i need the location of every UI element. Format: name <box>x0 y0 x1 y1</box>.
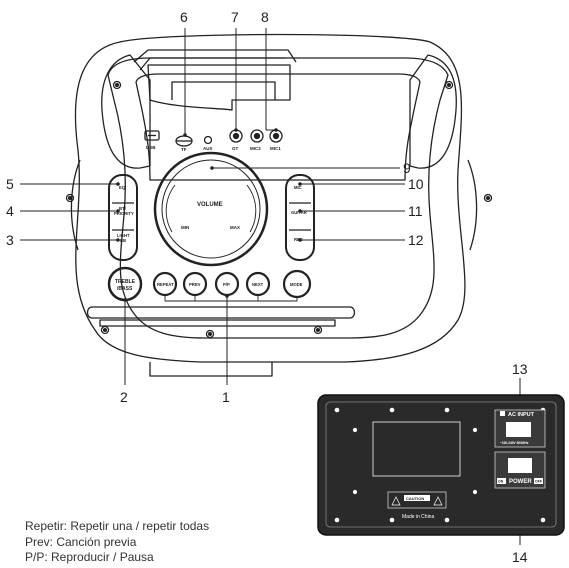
callout-1: 1 <box>222 389 230 405</box>
bt-priority-label-1: BT/ <box>119 206 127 211</box>
treble-bass-label-2: /BASS <box>117 286 133 292</box>
callout-7: 7 <box>231 9 239 25</box>
volume-label: VOLUME <box>197 202 223 208</box>
bt-priority-label-2: PRIORITY <box>114 211 134 216</box>
callout-10: 10 <box>408 176 424 192</box>
mic-button-label: MIC <box>294 185 302 190</box>
caution-label: CAUTION <box>406 496 424 501</box>
callout-13: 13 <box>512 361 528 377</box>
legend-line-prev: Prev: Canción previa <box>25 534 137 549</box>
eq-button-label: EQ <box>119 185 126 190</box>
callout-9: 9 <box>403 160 411 176</box>
legend-line-repeat: Repetir: Repetir una / repetir todas <box>25 519 210 533</box>
back-panel <box>317 394 565 536</box>
callout-11: 11 <box>408 203 423 219</box>
callout-5: 5 <box>6 176 14 192</box>
light-label-2: BB <box>120 238 126 243</box>
mode-label: MODE <box>290 282 303 287</box>
treble-bass-label-1: TREBLE <box>115 279 136 285</box>
callout-2: 2 <box>120 389 128 405</box>
jack-panel <box>144 129 283 147</box>
left-button-column <box>108 174 138 261</box>
gt-label: GT <box>232 146 239 151</box>
tf-label: TF <box>181 147 187 152</box>
screws <box>65 80 493 339</box>
legend-line-play-pause: P/P: Reproducir / Pausa <box>25 550 154 564</box>
usb-port[interactable] <box>144 130 160 141</box>
callout-8: 8 <box>261 9 269 25</box>
legend: Repetir: Repetir una / repetir todas Pre… <box>25 519 209 566</box>
speaker-body <box>70 33 478 377</box>
aux-label: AUX <box>203 146 213 151</box>
callout-dots <box>116 128 302 302</box>
right-button-column <box>285 174 315 261</box>
callout-3: 3 <box>6 232 14 248</box>
off-label: OFF <box>535 480 543 484</box>
prev-label: PREV <box>189 282 201 287</box>
power-label: POWER <box>509 479 532 485</box>
volume-max-label: MAX <box>230 225 240 230</box>
bottom-button-row <box>107 266 312 302</box>
ac-input-label: AC INPUT <box>508 412 535 418</box>
made-in-label: Made in China <box>402 514 434 520</box>
light-label-1: LIGHT <box>117 233 130 238</box>
mic1-label: MIC1 <box>270 146 281 151</box>
next-label: NEXT <box>252 282 264 287</box>
bottom-bracket <box>164 295 298 302</box>
guitar-button-label: GUITAR <box>291 210 307 215</box>
callout-12: 12 <box>408 232 424 248</box>
volume-min-label: MIN <box>181 225 189 230</box>
volume-knob[interactable] <box>153 151 269 267</box>
aux-jack[interactable] <box>203 135 213 145</box>
pp-label: P/P <box>223 282 230 287</box>
mic2-label: MIC2 <box>250 146 261 151</box>
mic2-jack[interactable] <box>250 129 264 143</box>
callout-4: 4 <box>6 203 14 219</box>
usb-label: USB <box>146 145 156 150</box>
repeat-label: REPEAT <box>157 282 174 287</box>
voltage-label: ~100-240V 50/60Hz <box>500 441 529 445</box>
callout-14: 14 <box>512 549 528 565</box>
rec-button-label: REC <box>294 237 303 242</box>
on-label: ON <box>498 480 504 484</box>
callout-6: 6 <box>180 9 188 25</box>
